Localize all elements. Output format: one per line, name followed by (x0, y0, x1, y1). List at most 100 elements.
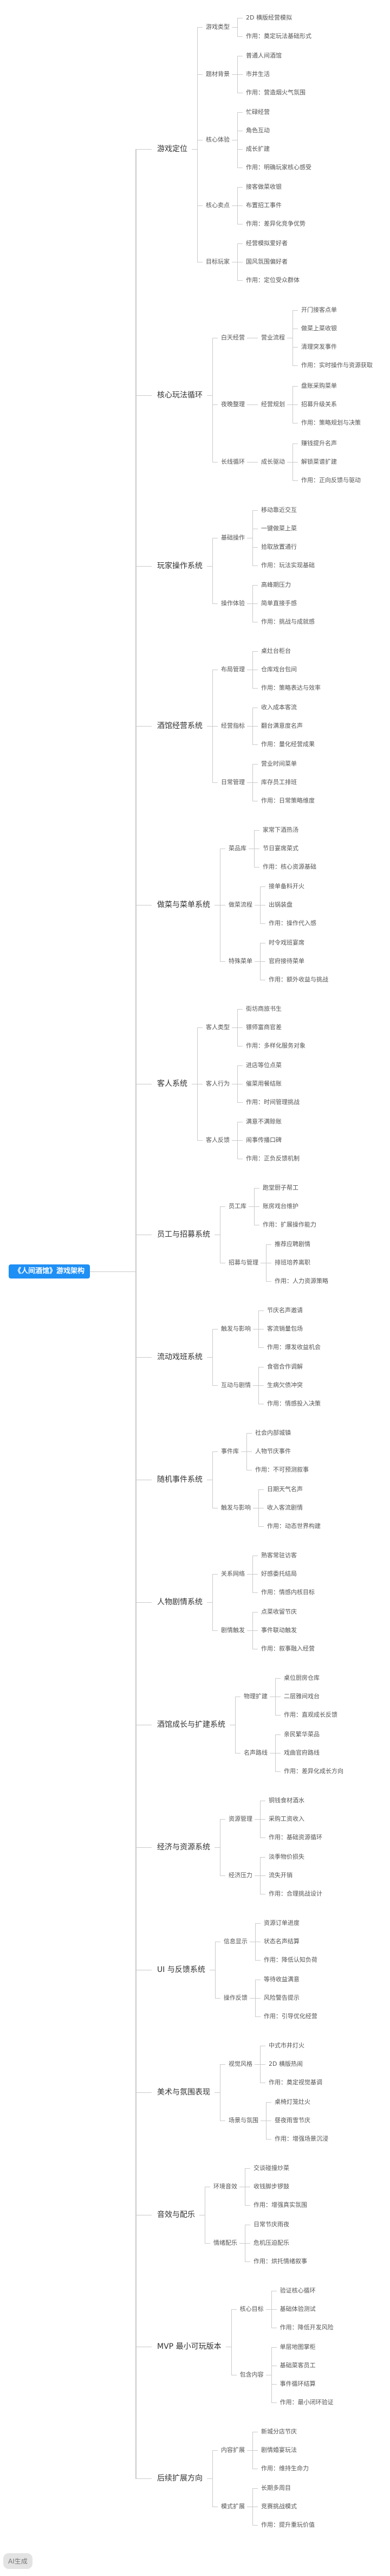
node-label[interactable]: 排班培养离职 (275, 1259, 311, 1266)
node-label[interactable]: 作用：玩法实现基础 (261, 562, 315, 569)
node-label[interactable]: 做菜与菜单系统 (157, 901, 211, 909)
node-label[interactable]: 目标玩家 (206, 258, 230, 265)
node-label[interactable]: 作用：最小闭环验证 (280, 2399, 334, 2406)
node-label[interactable]: 玩家操作系统 (157, 562, 203, 570)
node-label[interactable]: 作用：实时操作与资源获取 (301, 362, 373, 369)
node-label[interactable]: 核心玩法循环 (157, 391, 203, 400)
node-label[interactable]: 清理突发事件 (301, 343, 337, 350)
node-label[interactable]: 接单备料开火 (269, 883, 305, 890)
node-label[interactable]: 作用：差异化成长方向 (284, 1768, 344, 1775)
node-label[interactable]: 验证核心循环 (280, 2287, 316, 2294)
node-label[interactable]: 开门接客点单 (301, 306, 337, 313)
node-label[interactable]: 核心目标 (239, 2305, 264, 2312)
node-label[interactable]: 名声路线 (244, 1749, 268, 1756)
node-label[interactable]: 员工库 (229, 1203, 247, 1210)
node-label[interactable]: 节庆名声邀请 (267, 1307, 303, 1314)
node-label[interactable]: 做菜流程 (229, 901, 253, 908)
node-label[interactable]: 剧情婚宴玩法 (261, 2446, 297, 2453)
node-label[interactable]: 美术与氛围表现 (157, 2088, 211, 2097)
node-label[interactable]: 事件循环结算 (280, 2380, 316, 2387)
node-label[interactable]: 作用：策略规划与决策 (301, 419, 361, 426)
node-label[interactable]: 互动与剧情 (221, 1382, 251, 1389)
node-label[interactable]: 出锅装盘 (269, 901, 293, 908)
node-label[interactable]: 高峰期压力 (261, 581, 291, 588)
node-label[interactable]: 经营模拟爱好者 (246, 240, 288, 247)
node-label[interactable]: 信息显示 (223, 1938, 248, 1945)
node-label[interactable]: 后续扩展方向 (157, 2474, 203, 2483)
node-label[interactable]: 昼夜雨雪节庆 (275, 2117, 311, 2124)
node-label[interactable]: 作用：奠定玩法基础形式 (246, 33, 312, 40)
node-label[interactable]: 客人类型 (206, 1024, 230, 1031)
node-label[interactable]: 长线循环 (221, 458, 245, 465)
node-label[interactable]: 音效与配乐 (157, 2211, 196, 2219)
node-label[interactable]: 二层雅间戏台 (284, 1693, 320, 1700)
node-label[interactable]: 布置招工事件 (246, 202, 282, 209)
node-label[interactable]: 收钱脚步锣鼓 (253, 2183, 290, 2190)
node-label[interactable]: 事件库 (221, 1448, 239, 1455)
node-label[interactable]: 场景与氛围 (229, 2117, 259, 2124)
root-title[interactable]: 《人间酒馆》游戏架构 (9, 1264, 90, 1279)
node-label[interactable]: 资源管理 (229, 1815, 253, 1822)
node-label[interactable]: 游戏定位 (157, 145, 188, 153)
node-label[interactable]: 作用：日常策略维度 (261, 797, 315, 804)
node-label[interactable]: 情绪配乐 (213, 2239, 238, 2246)
node-label[interactable]: 做菜上菜收银 (301, 325, 337, 332)
node-label[interactable]: 作用：增强场景沉浸 (275, 2135, 329, 2142)
node-label[interactable]: 作用：多样化服务对象 (246, 1042, 306, 1049)
node-label[interactable]: 基础操作 (221, 534, 245, 541)
node-label[interactable]: 经济压力 (229, 1872, 253, 1879)
node-label[interactable]: 菜品库 (229, 845, 247, 852)
node-label[interactable]: 点菜收留节庆 (261, 1608, 297, 1615)
node-label[interactable]: 触发与影响 (221, 1325, 251, 1332)
node-label[interactable]: 2D 横版热闹 (269, 2060, 303, 2067)
node-label[interactable]: 成长驱动 (261, 458, 285, 465)
node-label[interactable]: 接客做菜收银 (246, 183, 282, 190)
node-label[interactable]: 夜晚整理 (221, 401, 245, 408)
node-label[interactable]: 操作体验 (221, 600, 245, 607)
node-label[interactable]: 作用：定位受众群体 (246, 277, 300, 284)
node-label[interactable]: 作用：合理挑战设计 (269, 1890, 323, 1897)
node-label[interactable]: 客人系统 (157, 1080, 188, 1088)
node-label[interactable]: 作用：差异化竞争优势 (246, 220, 306, 227)
node-label[interactable]: 生病欠债冲突 (267, 1382, 303, 1389)
node-label[interactable]: 环境音效 (213, 2183, 238, 2190)
node-label[interactable]: 作用：操作代入感 (269, 920, 317, 927)
node-label[interactable]: MVP 最小可玩版本 (157, 2342, 222, 2351)
node-label[interactable]: 随机事件系统 (157, 1475, 203, 1484)
node-label[interactable]: 危机压迫配乐 (253, 2239, 290, 2246)
node-label[interactable]: 作用：人力资源策略 (275, 1277, 329, 1284)
node-label[interactable]: 戏曲官府路线 (284, 1749, 320, 1756)
node-label[interactable]: 库存员工排班 (261, 779, 297, 786)
node-label[interactable]: 包含内容 (239, 2371, 264, 2378)
node-label[interactable]: 食宿合作调解 (267, 1363, 303, 1370)
node-label[interactable]: 解锁菜谱扩建 (301, 458, 337, 465)
node-label[interactable]: 流失开销 (269, 1872, 293, 1879)
node-label[interactable]: 经营规划 (261, 401, 285, 408)
node-label[interactable]: 资源订单进度 (263, 1919, 300, 1926)
node-label[interactable]: 移动靠近交互 (261, 506, 297, 513)
node-label[interactable]: 白天经营 (221, 334, 245, 341)
node-label[interactable]: 翻台满意度名声 (261, 722, 303, 729)
node-label[interactable]: 作用：引导优化经营 (263, 2013, 317, 2020)
node-label[interactable]: 触发与影响 (221, 1504, 251, 1511)
node-label[interactable]: 作用：增强真实氛围 (253, 2201, 308, 2208)
node-label[interactable]: 作用：时间管理挑战 (246, 1099, 300, 1106)
node-label[interactable]: 时令戏班宴席 (269, 939, 305, 946)
node-label[interactable]: 作用：情感投入决策 (267, 1400, 321, 1407)
node-label[interactable]: 作用：情感内核目标 (261, 1589, 315, 1596)
node-label[interactable]: 市井生活 (246, 70, 270, 78)
node-label[interactable]: 基础菜客员工 (280, 2362, 316, 2369)
node-label[interactable]: 关系网络 (221, 1570, 245, 1577)
node-label[interactable]: 推荐应聘剧情 (275, 1241, 311, 1248)
node-label[interactable]: 作用：挑战与成就感 (261, 618, 315, 625)
node-label[interactable]: 桌灶台柜台 (261, 647, 291, 654)
node-label[interactable]: 经济与资源系统 (157, 1843, 211, 1852)
node-label[interactable]: 节日宴席菜式 (263, 845, 299, 852)
node-label[interactable]: 作用：基础资源循环 (269, 1834, 323, 1841)
node-label[interactable]: 作用：叙事融入经营 (261, 1645, 315, 1652)
node-label[interactable]: 客人行为 (206, 1080, 230, 1087)
node-label[interactable]: 2D 横版经营模拟 (246, 14, 292, 21)
node-label[interactable]: 熟客常驻访客 (261, 1552, 297, 1559)
node-label[interactable]: 操作反馈 (223, 1994, 248, 2001)
node-label[interactable]: 成长扩建 (246, 145, 270, 152)
